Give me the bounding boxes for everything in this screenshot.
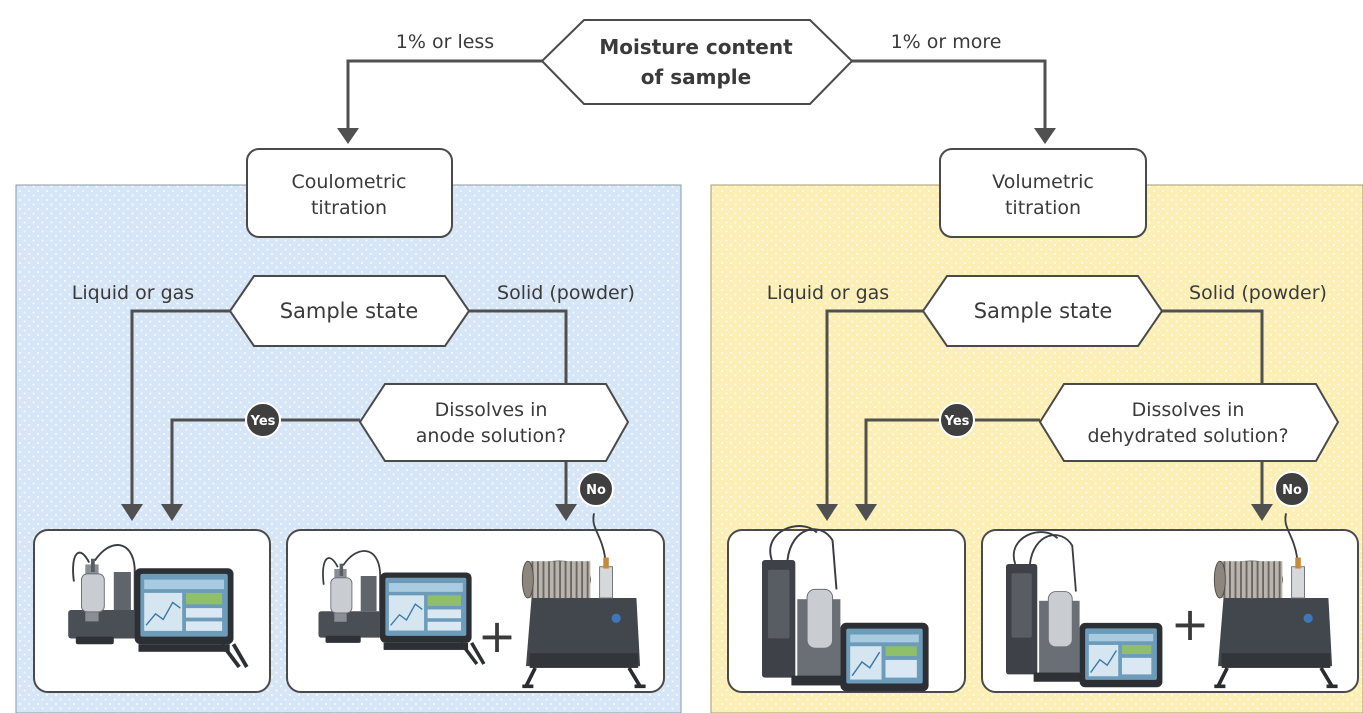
left-no-label: No	[586, 483, 606, 498]
coulometric-line2: titration	[311, 197, 387, 219]
left-yes-badge	[245, 402, 281, 438]
right-yes-label: Yes	[944, 414, 970, 429]
left-no-badge	[578, 471, 614, 507]
moisture-content-line2: of sample	[641, 65, 751, 89]
volumetric-line1: Volumetric	[992, 171, 1094, 193]
right-dissolves-line2: dehydrated solution?	[1087, 425, 1288, 447]
right-sample-state-decision	[921, 275, 1164, 347]
branch-label-low-moisture: 1% or less	[396, 31, 494, 53]
top-connectors	[337, 59, 1056, 144]
left-branch-solid-powder: Solid (powder)	[497, 282, 635, 304]
right-dissolves-decision	[1038, 383, 1340, 462]
volumetric-titration-box	[939, 148, 1147, 238]
right-yes-badge	[939, 402, 975, 438]
left-sample-state-decision	[228, 275, 471, 347]
right-plus-sign: +	[1171, 597, 1210, 651]
coulometric-titration-box	[246, 148, 453, 238]
left-dissolves-line1: Dissolves in	[435, 399, 548, 421]
volumetric-line2: titration	[1005, 197, 1081, 219]
right-branch-solid-powder: Solid (powder)	[1189, 282, 1327, 304]
moisture-content-decision	[540, 19, 854, 105]
right-branch-liquid-gas: Liquid or gas	[767, 282, 889, 304]
moisture-content-line1: Moisture content	[599, 35, 793, 59]
right-connectors	[816, 309, 1273, 521]
left-branch-liquid-gas: Liquid or gas	[72, 282, 194, 304]
left-connectors	[121, 309, 577, 521]
right-no-badge	[1274, 471, 1310, 507]
left-sample-state-label: Sample state	[280, 299, 419, 323]
right-dissolves-line1: Dissolves in	[1132, 399, 1245, 421]
left-plus-sign: +	[478, 609, 517, 663]
left-dissolves-decision	[358, 383, 630, 462]
right-sample-state-label: Sample state	[974, 299, 1113, 323]
right-no-label: No	[1282, 483, 1302, 498]
left-dissolves-line2: anode solution?	[416, 425, 566, 447]
left-yes-label: Yes	[250, 414, 276, 429]
coulometric-line1: Coulometric	[291, 171, 406, 193]
branch-label-high-moisture: 1% or more	[891, 31, 1002, 53]
